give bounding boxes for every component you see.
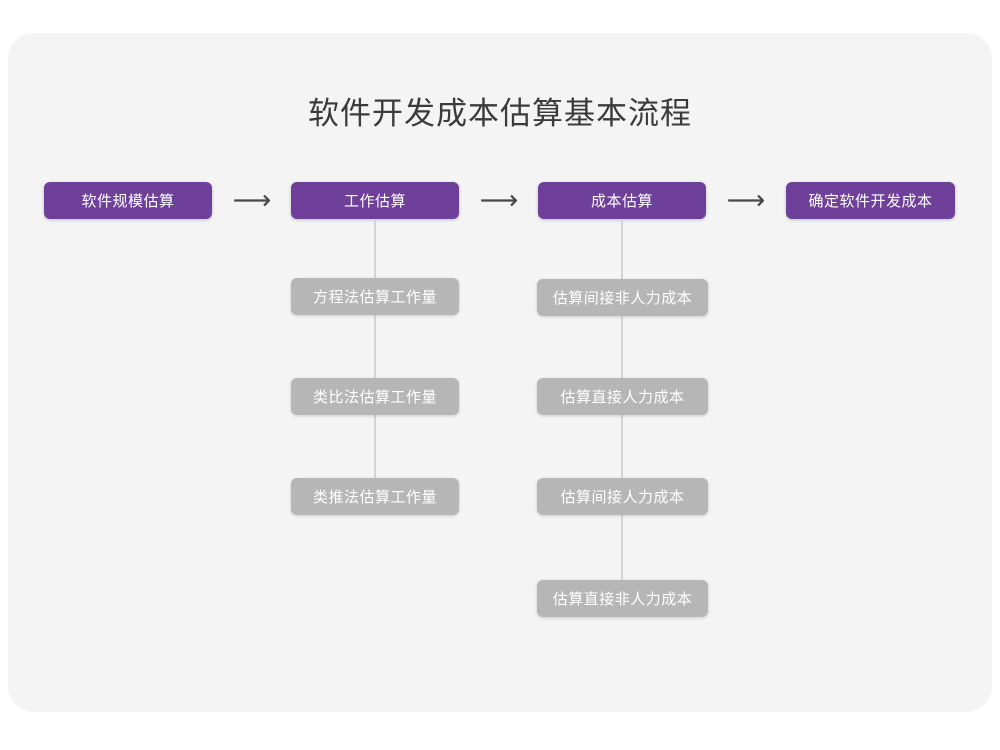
flow-arrow-2: ⟶ bbox=[469, 182, 529, 219]
stage-box-3[interactable]: 成本估算 bbox=[538, 182, 706, 219]
substep-label: 类比法估算工作量 bbox=[312, 389, 437, 406]
arrow-right-icon: ⟶ bbox=[232, 185, 272, 216]
stage-label: 工作估算 bbox=[343, 193, 406, 210]
substep-label: 估算间接非人力成本 bbox=[552, 290, 693, 307]
substep-box-2-3[interactable]: 估算间接人力成本 bbox=[537, 478, 708, 515]
substep-label: 估算直接人力成本 bbox=[560, 389, 685, 406]
page-title: 软件开发成本估算基本流程 bbox=[308, 96, 692, 131]
flow-arrow-3: ⟶ bbox=[716, 182, 776, 219]
stage-box-2[interactable]: 工作估算 bbox=[291, 182, 459, 219]
substep-box-1-3[interactable]: 类推法估算工作量 bbox=[291, 478, 459, 515]
substep-label: 估算间接人力成本 bbox=[560, 489, 685, 506]
stage-box-1[interactable]: 软件规模估算 bbox=[44, 182, 212, 219]
flow-arrow-1: ⟶ bbox=[222, 182, 282, 219]
substep-box-1-2[interactable]: 类比法估算工作量 bbox=[291, 378, 459, 415]
content-card bbox=[8, 33, 992, 712]
arrow-right-icon: ⟶ bbox=[726, 185, 766, 216]
stage-label: 成本估算 bbox=[590, 193, 653, 210]
stage-box-4[interactable]: 确定软件开发成本 bbox=[786, 182, 955, 219]
substep-box-1-1[interactable]: 方程法估算工作量 bbox=[291, 278, 459, 315]
stage-label: 确定软件开发成本 bbox=[808, 193, 933, 210]
arrow-right-icon: ⟶ bbox=[479, 185, 519, 216]
substep-label: 估算直接非人力成本 bbox=[552, 591, 693, 608]
substep-box-2-2[interactable]: 估算直接人力成本 bbox=[537, 378, 708, 415]
stage-label: 软件规模估算 bbox=[81, 193, 175, 210]
substep-box-2-1[interactable]: 估算间接非人力成本 bbox=[537, 279, 708, 316]
substep-box-2-4[interactable]: 估算直接非人力成本 bbox=[537, 580, 708, 617]
substep-label: 类推法估算工作量 bbox=[312, 489, 437, 506]
substep-label: 方程法估算工作量 bbox=[312, 289, 437, 306]
branch-connector-1 bbox=[374, 219, 376, 515]
branch-connector-2 bbox=[621, 219, 623, 616]
